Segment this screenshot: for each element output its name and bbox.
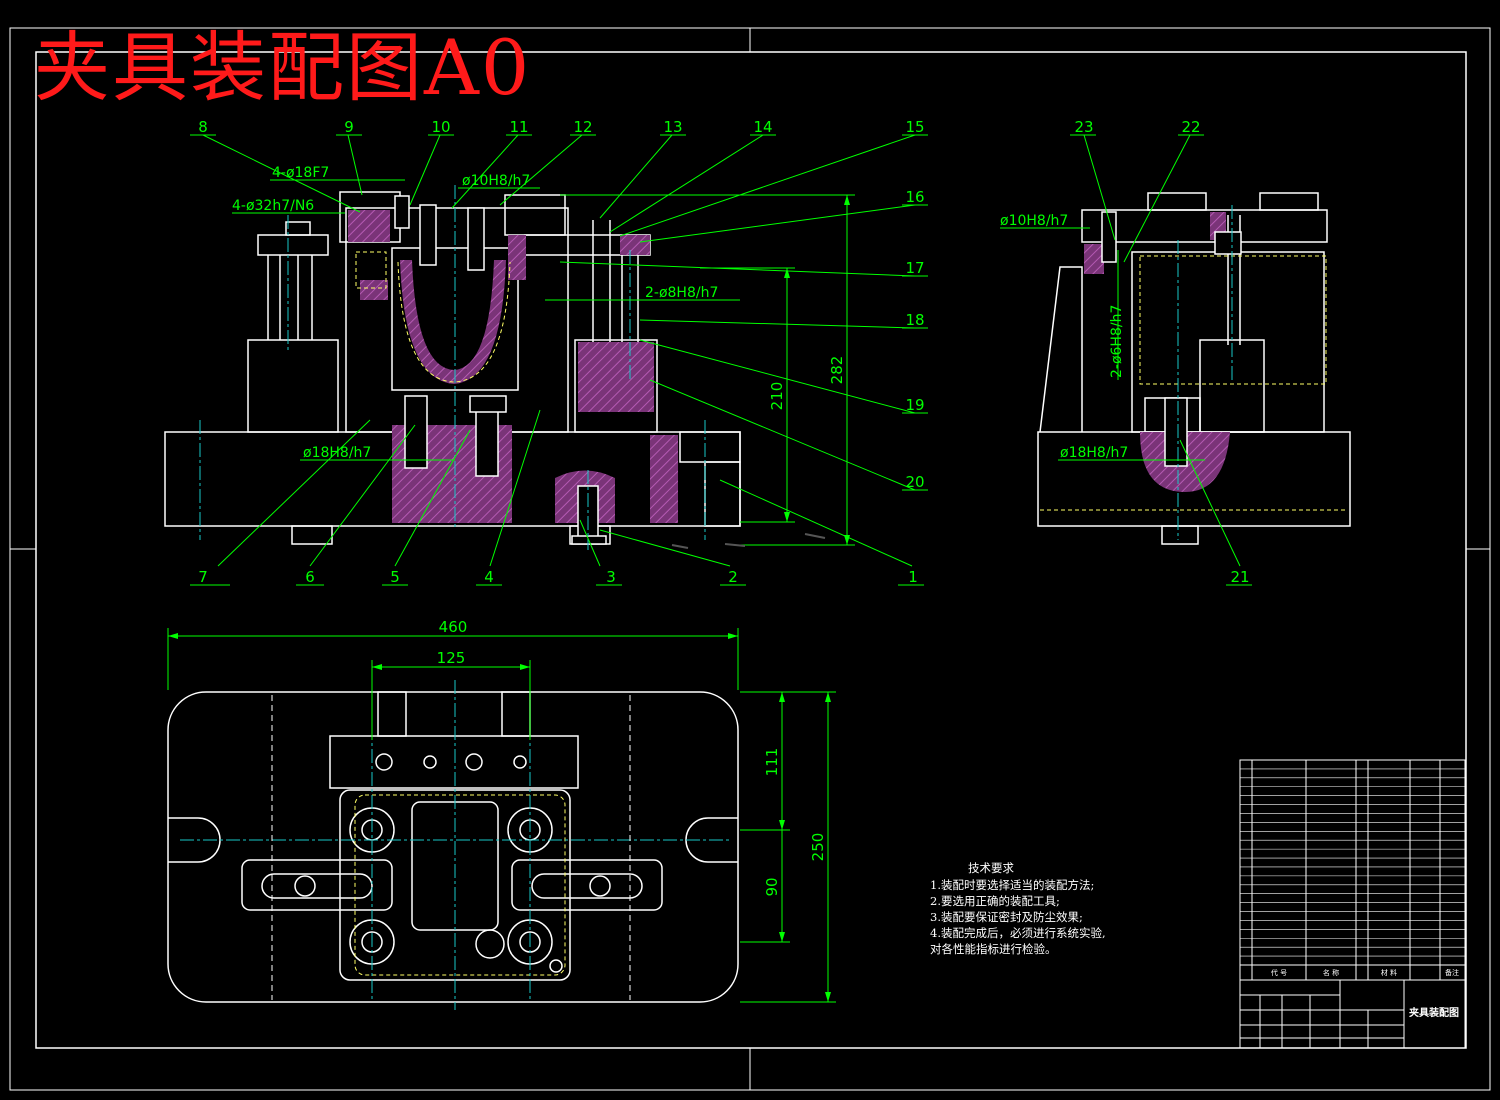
- title-block: [1239, 979, 1466, 1049]
- front-view-hatching: [348, 210, 678, 523]
- balloon-10: 10: [431, 118, 450, 136]
- dim-125: 125: [437, 649, 466, 667]
- dim-111: 111: [763, 748, 781, 777]
- dim-90: 90: [763, 877, 781, 896]
- scan-artifacts: [671, 533, 826, 549]
- tech-requirement-item: 4.装配完成后，必须进行系统实验,: [930, 926, 1106, 940]
- fit-labels: 4-ø18F7 4-ø32h7/N6 ø10H8/h7 2-ø8H8/h7 ø1…: [232, 165, 1128, 461]
- tech-requirements-heading: 技术要求: [968, 861, 1014, 875]
- technical-requirements: 技术要求 1.装配时要选择适当的装配方法; 2.要选用正确的装配工具; 3.装配…: [930, 860, 1106, 957]
- balloon-18: 18: [905, 311, 924, 329]
- tech-requirement-item: 2.要选用正确的装配工具;: [930, 894, 1060, 908]
- balloon-11: 11: [509, 118, 528, 136]
- dimension-labels: 282 210 460 125 111 90 250: [437, 356, 846, 897]
- drawing-title: 夹具装配图A0: [34, 23, 532, 112]
- balloon-14: 14: [753, 118, 772, 136]
- balloon-8: 8: [198, 118, 208, 136]
- balloon-23: 23: [1074, 118, 1093, 136]
- balloon-22: 22: [1181, 118, 1200, 136]
- drawing-frame: [9, 27, 1491, 1091]
- fit-label-f6: ø10H8/h7: [1000, 213, 1068, 229]
- dim-250: 250: [809, 833, 827, 862]
- balloon-2: 2: [728, 568, 738, 586]
- side-view-centerlines: [1177, 205, 1233, 540]
- tech-requirement-item: 3.装配要保证密封及防尘效果;: [930, 910, 1083, 924]
- balloon-20: 20: [905, 473, 924, 491]
- fit-label-f5: ø18H8/h7: [303, 445, 371, 461]
- dim-210: 210: [768, 382, 786, 411]
- title-block-text: 夹具装配图: [1409, 1006, 1459, 1019]
- balloon-19: 19: [905, 396, 924, 414]
- bom-header-note: 备注: [1445, 968, 1459, 977]
- front-view-details: [394, 195, 607, 545]
- fit-label-f2: 4-ø32h7/N6: [232, 198, 314, 214]
- fit-label-f3: ø10H8/h7: [462, 173, 530, 189]
- balloon-4: 4: [484, 568, 494, 586]
- tech-requirement-item: 1.装配时要选择适当的装配方法;: [930, 878, 1095, 892]
- leaders: [167, 134, 1252, 1003]
- balloon-21: 21: [1230, 568, 1249, 586]
- balloon-16: 16: [905, 188, 924, 206]
- bom-header-material: 材 料: [1381, 968, 1397, 977]
- dim-460: 460: [439, 618, 468, 636]
- top-view: [167, 691, 739, 1003]
- balloon-labels: 1 2 3 4 5 6 7 8 9 10 11 12 13 14 15 16 1…: [198, 118, 1249, 586]
- balloon-12: 12: [573, 118, 592, 136]
- side-view-details: [1101, 211, 1242, 467]
- dim-282: 282: [828, 356, 846, 385]
- front-view-hidden: [355, 251, 511, 383]
- top-view-hidden: [354, 794, 566, 976]
- side-view-hidden: [1040, 255, 1348, 511]
- balloon-6: 6: [305, 568, 315, 586]
- balloon-17: 17: [905, 259, 924, 277]
- fit-label-f8: ø18H8/h7: [1060, 445, 1128, 461]
- balloon-7: 7: [198, 568, 208, 586]
- balloon-9: 9: [344, 118, 354, 136]
- tech-requirement-item: 对各性能指标进行检验。: [930, 942, 1057, 956]
- balloon-1: 1: [908, 568, 918, 586]
- balloon-15: 15: [905, 118, 924, 136]
- balloon-5: 5: [390, 568, 400, 586]
- drawing-name: 夹具装配图: [1409, 1006, 1459, 1019]
- balloon-3: 3: [606, 568, 616, 586]
- fit-label-f7: 2-ø6H8/h7: [1109, 305, 1125, 378]
- top-view-centerlines: [180, 680, 730, 1010]
- fit-label-f1: 4-ø18F7: [272, 165, 329, 181]
- bom-header-name: 名 称: [1323, 968, 1339, 977]
- bom-header-code: 代 号: [1271, 968, 1287, 977]
- front-view-centerlines: [199, 185, 706, 550]
- fit-label-f4: 2-ø8H8/h7: [645, 285, 718, 301]
- top-view-dashed-edges: [271, 695, 631, 1000]
- dimension-arrows: [168, 195, 850, 1002]
- parts-list-header: 代 号 名 称 材 料 备注: [1271, 968, 1459, 977]
- balloon-13: 13: [663, 118, 682, 136]
- parts-list-rows: [1240, 768, 1465, 957]
